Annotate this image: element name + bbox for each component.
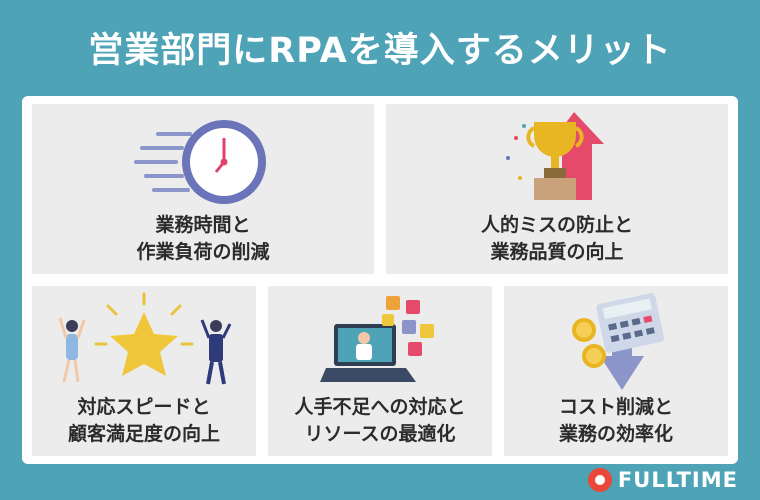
benefit-label: コスト削減と 業務の効率化	[558, 396, 673, 445]
laptop-person-icon	[320, 296, 434, 382]
star-celebration-icon	[58, 292, 232, 385]
benefit-card-cost-reduction: コスト削減と 業務の効率化	[504, 286, 728, 456]
benefit-card-staff-shortage: 人手不足への対応と リソースの最適化	[268, 286, 492, 456]
logo-mark-icon	[587, 468, 612, 492]
benefits-panel: 業務時間と 作業負荷の削減 人的ミスの防止と 業務品質の向上	[22, 96, 738, 464]
benefit-card-response-speed: 対応スピードと 顧客満足度の向上	[32, 286, 256, 456]
page-title: 営業部門にRPAを導入するメリット	[88, 31, 672, 71]
clock-icon	[134, 120, 266, 204]
benefit-label: 人手不足への対応と リソースの最適化	[294, 396, 466, 445]
benefit-label: 対応スピードと 顧客満足度の向上	[67, 396, 220, 445]
fulltime-logo: FULLTIME	[587, 468, 738, 492]
benefit-card-error-prevention: 人的ミスの防止と 業務品質の向上	[386, 104, 728, 274]
calculator-coins-icon	[572, 293, 665, 390]
trophy-icon	[506, 112, 604, 200]
logo-text: FULLTIME	[617, 468, 738, 492]
benefit-label: 人的ミスの防止と 業務品質の向上	[480, 214, 633, 263]
benefit-label: 業務時間と 作業負荷の削減	[136, 214, 270, 263]
benefit-card-time-reduction: 業務時間と 作業負荷の削減	[32, 104, 374, 274]
